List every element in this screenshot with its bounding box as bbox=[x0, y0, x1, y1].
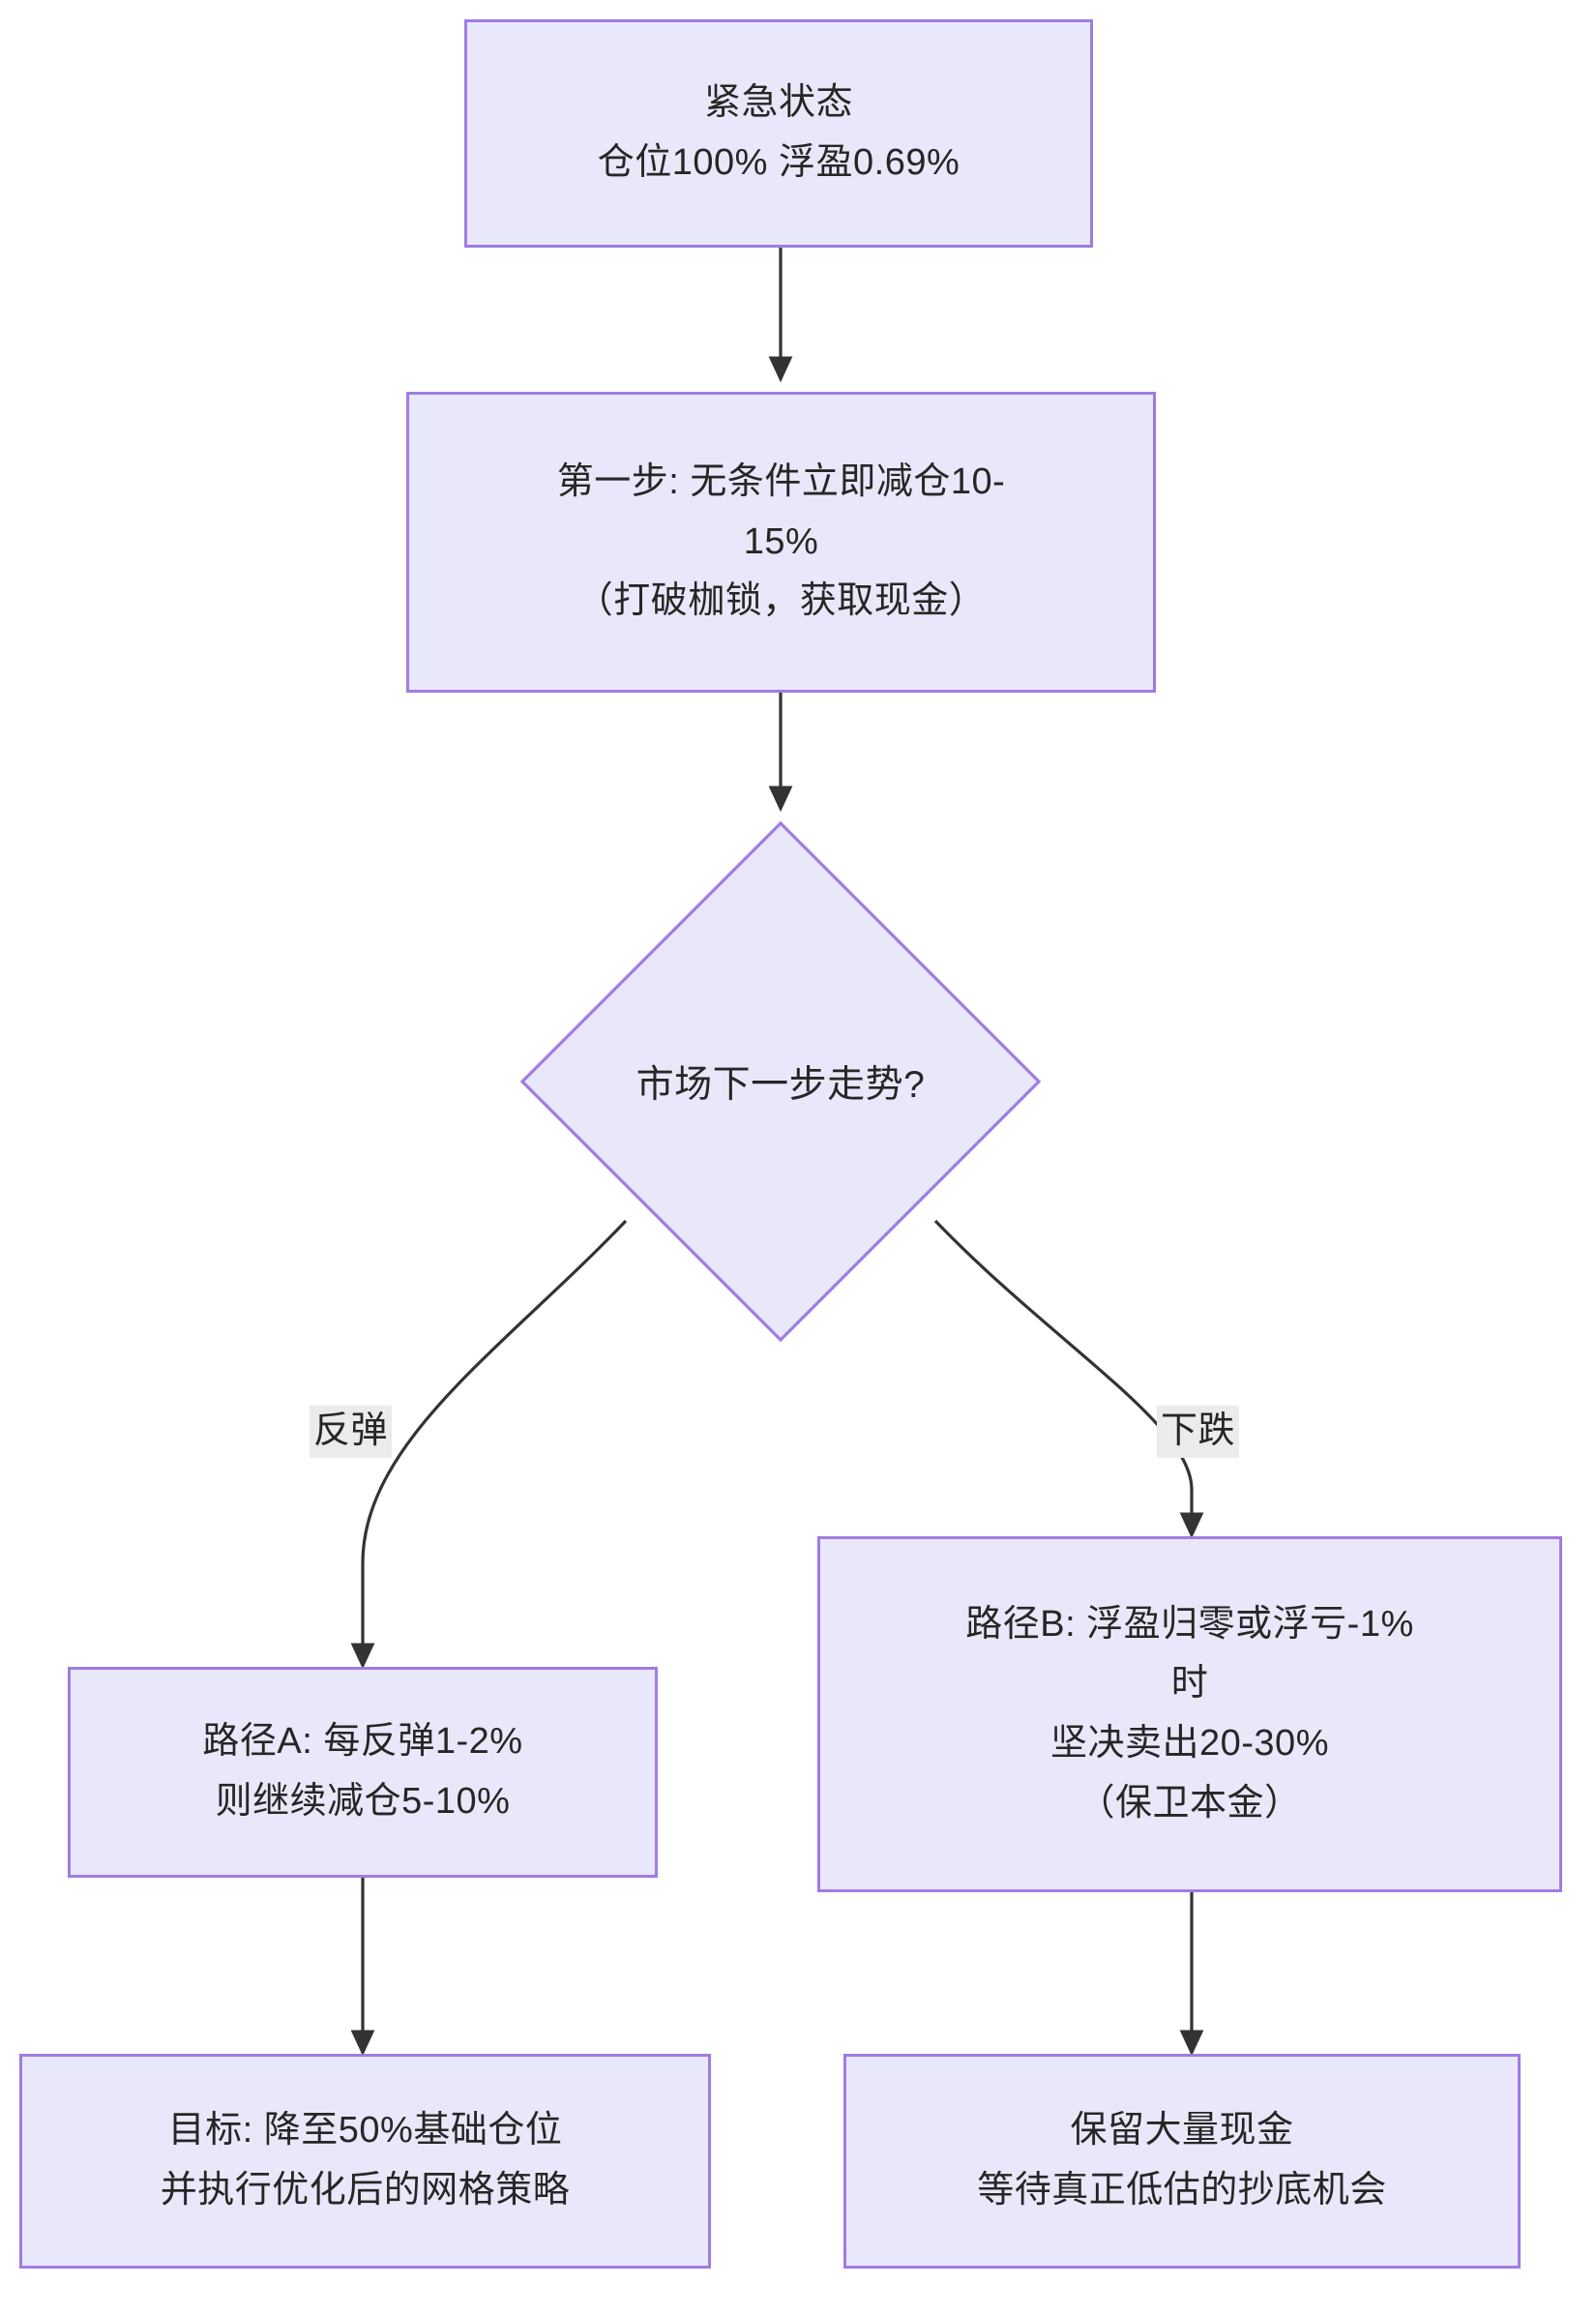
node-goal-b-line-2: 等待真正低估的抄底机会 bbox=[977, 2170, 1387, 2211]
node-emergency[interactable]: 紧急状态 仓位100% 浮盈0.69% bbox=[464, 19, 1093, 248]
node-goal-b[interactable]: 保留大量现金 等待真正低估的抄底机会 bbox=[843, 2054, 1521, 2269]
node-step1-line-1: 第一步: 无条件立即减仓10- bbox=[556, 461, 1006, 503]
node-goal-a-line-1: 目标: 降至50%基础仓位 bbox=[167, 2110, 563, 2152]
node-path-b-line-1: 路径B: 浮盈归零或浮亏-1% bbox=[965, 1603, 1414, 1645]
edge-label-rebound: 反弹 bbox=[310, 1406, 393, 1458]
node-goal-a[interactable]: 目标: 降至50%基础仓位 并执行优化后的网格策略 bbox=[19, 2054, 711, 2269]
node-path-a-line-2: 则继续减仓5-10% bbox=[215, 1781, 511, 1822]
node-goal-b-line-1: 保留大量现金 bbox=[1070, 2110, 1294, 2152]
node-emergency-line-2: 仓位100% 浮盈0.69% bbox=[597, 142, 961, 183]
node-path-a-line-1: 路径A: 每反弹1-2% bbox=[202, 1721, 523, 1763]
node-decision-label: 市场下一步走势? bbox=[635, 1064, 926, 1106]
node-path-b[interactable]: 路径B: 浮盈归零或浮亏-1% 时 坚决卖出20-30% （保卫本金） bbox=[817, 1536, 1562, 1892]
diamond-shape bbox=[519, 820, 1042, 1343]
node-goal-a-line-2: 并执行优化后的网格策略 bbox=[160, 2170, 571, 2211]
edge-label-decline: 下跌 bbox=[1157, 1406, 1240, 1458]
node-emergency-line-1: 紧急状态 bbox=[703, 82, 853, 124]
node-path-a[interactable]: 路径A: 每反弹1-2% 则继续减仓5-10% bbox=[68, 1667, 658, 1878]
node-path-b-line-3: 坚决卖出20-30% bbox=[1050, 1723, 1329, 1764]
node-step1[interactable]: 第一步: 无条件立即减仓10- 15% （打破枷锁，获取现金） bbox=[406, 392, 1156, 693]
node-path-b-line-2: 时 bbox=[1170, 1663, 1209, 1705]
node-decision[interactable]: 市场下一步走势? bbox=[519, 820, 1042, 1343]
node-step1-line-2: 15% bbox=[743, 520, 819, 562]
node-path-b-line-4: （保卫本金） bbox=[1078, 1782, 1302, 1824]
node-step1-line-3: （打破枷锁，获取现金） bbox=[576, 580, 987, 622]
